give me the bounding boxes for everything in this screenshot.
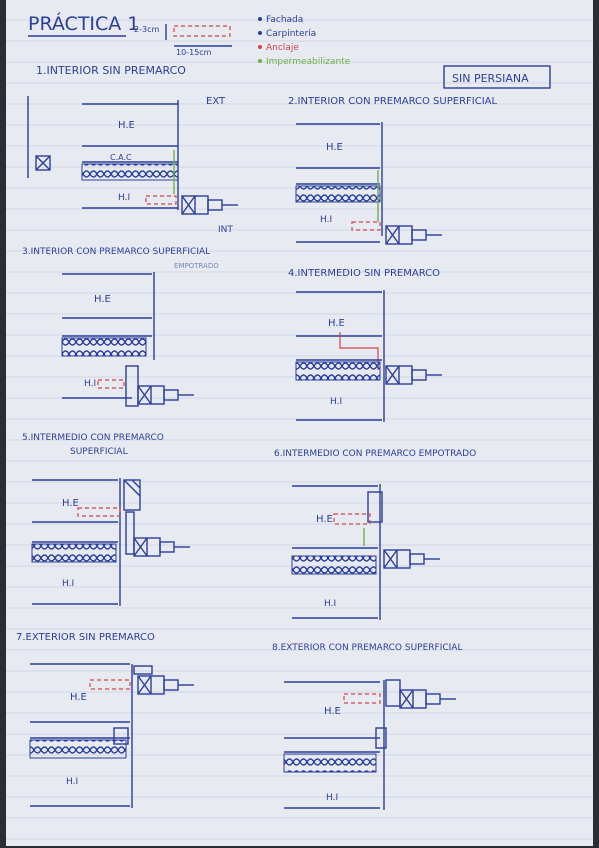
diagram-8: H.E H.I [283,679,457,810]
d2-label-hi: H.I [320,215,332,225]
sin-persiana-box [443,65,551,89]
diagram-3: H.E H.I [61,272,195,407]
d1-label-hi: H.I [118,193,130,203]
d8-label-he: H.E [324,706,341,717]
page-title: PRÁCTICA 1 [28,12,139,35]
section-3-title: 3.INTERIOR CON PREMARCO SUPERFICIAL [22,247,210,257]
d8-label-hi: H.I [326,793,338,803]
section-6-title: 6.INTERMEDIO CON PREMARCO EMPOTRADO [274,449,476,459]
sin-persiana-label: SIN PERSIANA [452,72,529,85]
section-4-title: 4.INTERMEDIO SIN PREMARCO [288,268,440,279]
d3-label-hi: H.I [84,379,96,389]
section-5-subtitle: SUPERFICIAL [70,447,128,457]
d1-label-int: INT [218,225,233,235]
legend-list: Fachada Carpintería Anclaje Impermeabili… [258,15,351,67]
d2-label-he: H.E [326,142,343,153]
d7-label-hi: H.I [66,777,78,787]
d5-label-hi: H.I [62,579,74,589]
notebook-page: PRÁCTICA 1 2-3cm 10-15cm Fachada Carpint… [6,0,593,846]
legend-anchor-sample [173,25,231,37]
diagram-6: H.E H.I [291,484,441,620]
d4-label-he: H.E [328,318,345,329]
d1-label-cac: C.A.C [110,153,132,162]
d5-label-he: H.E [62,498,79,509]
section-5-title: 5.INTERMEDIO CON PREMARCO [22,433,164,443]
diagram-7: H.E H.I [29,663,195,808]
section-1-title: 1.INTERIOR SIN PREMARCO [36,64,186,77]
legend-item-anclaje: Anclaje [266,43,299,53]
section-7-title: 7.EXTERIOR SIN PREMARCO [16,632,155,643]
d7-label-he: H.E [70,692,87,703]
legend-item-fachada: Fachada [266,15,303,25]
drawing-canvas: PRÁCTICA 1 2-3cm 10-15cm Fachada Carpint… [6,0,593,846]
d3-label-he: H.E [94,294,111,305]
section-2-title: 2.INTERIOR CON PREMARCO SUPERFICIAL [288,96,497,107]
diagram-1: H.E C.A.C H.I EXT INT [27,96,239,235]
legend-dimension-top: 2-3cm [134,25,159,34]
d6-label-hi: H.I [324,599,336,609]
d4-label-hi: H.I [330,397,342,407]
diagram-2: H.E H.I [295,122,443,245]
diagram-5: H.E H.I [31,478,191,606]
legend-dimension-bottom: 10-15cm [176,48,212,57]
section-8-title: 8.EXTERIOR CON PREMARCO SUPERFICIAL [272,643,462,653]
diagram-4: H.E H.I [295,290,443,422]
legend-item-carpinteria: Carpintería [266,29,316,39]
legend-item-impermeabilizante: Impermeabilizante [266,57,351,67]
section-3-subtitle: EMPOTRADO [174,262,219,270]
d1-label-ext: EXT [206,96,226,107]
d6-label-he: H.E [316,514,333,525]
d1-label-he: H.E [118,120,135,131]
